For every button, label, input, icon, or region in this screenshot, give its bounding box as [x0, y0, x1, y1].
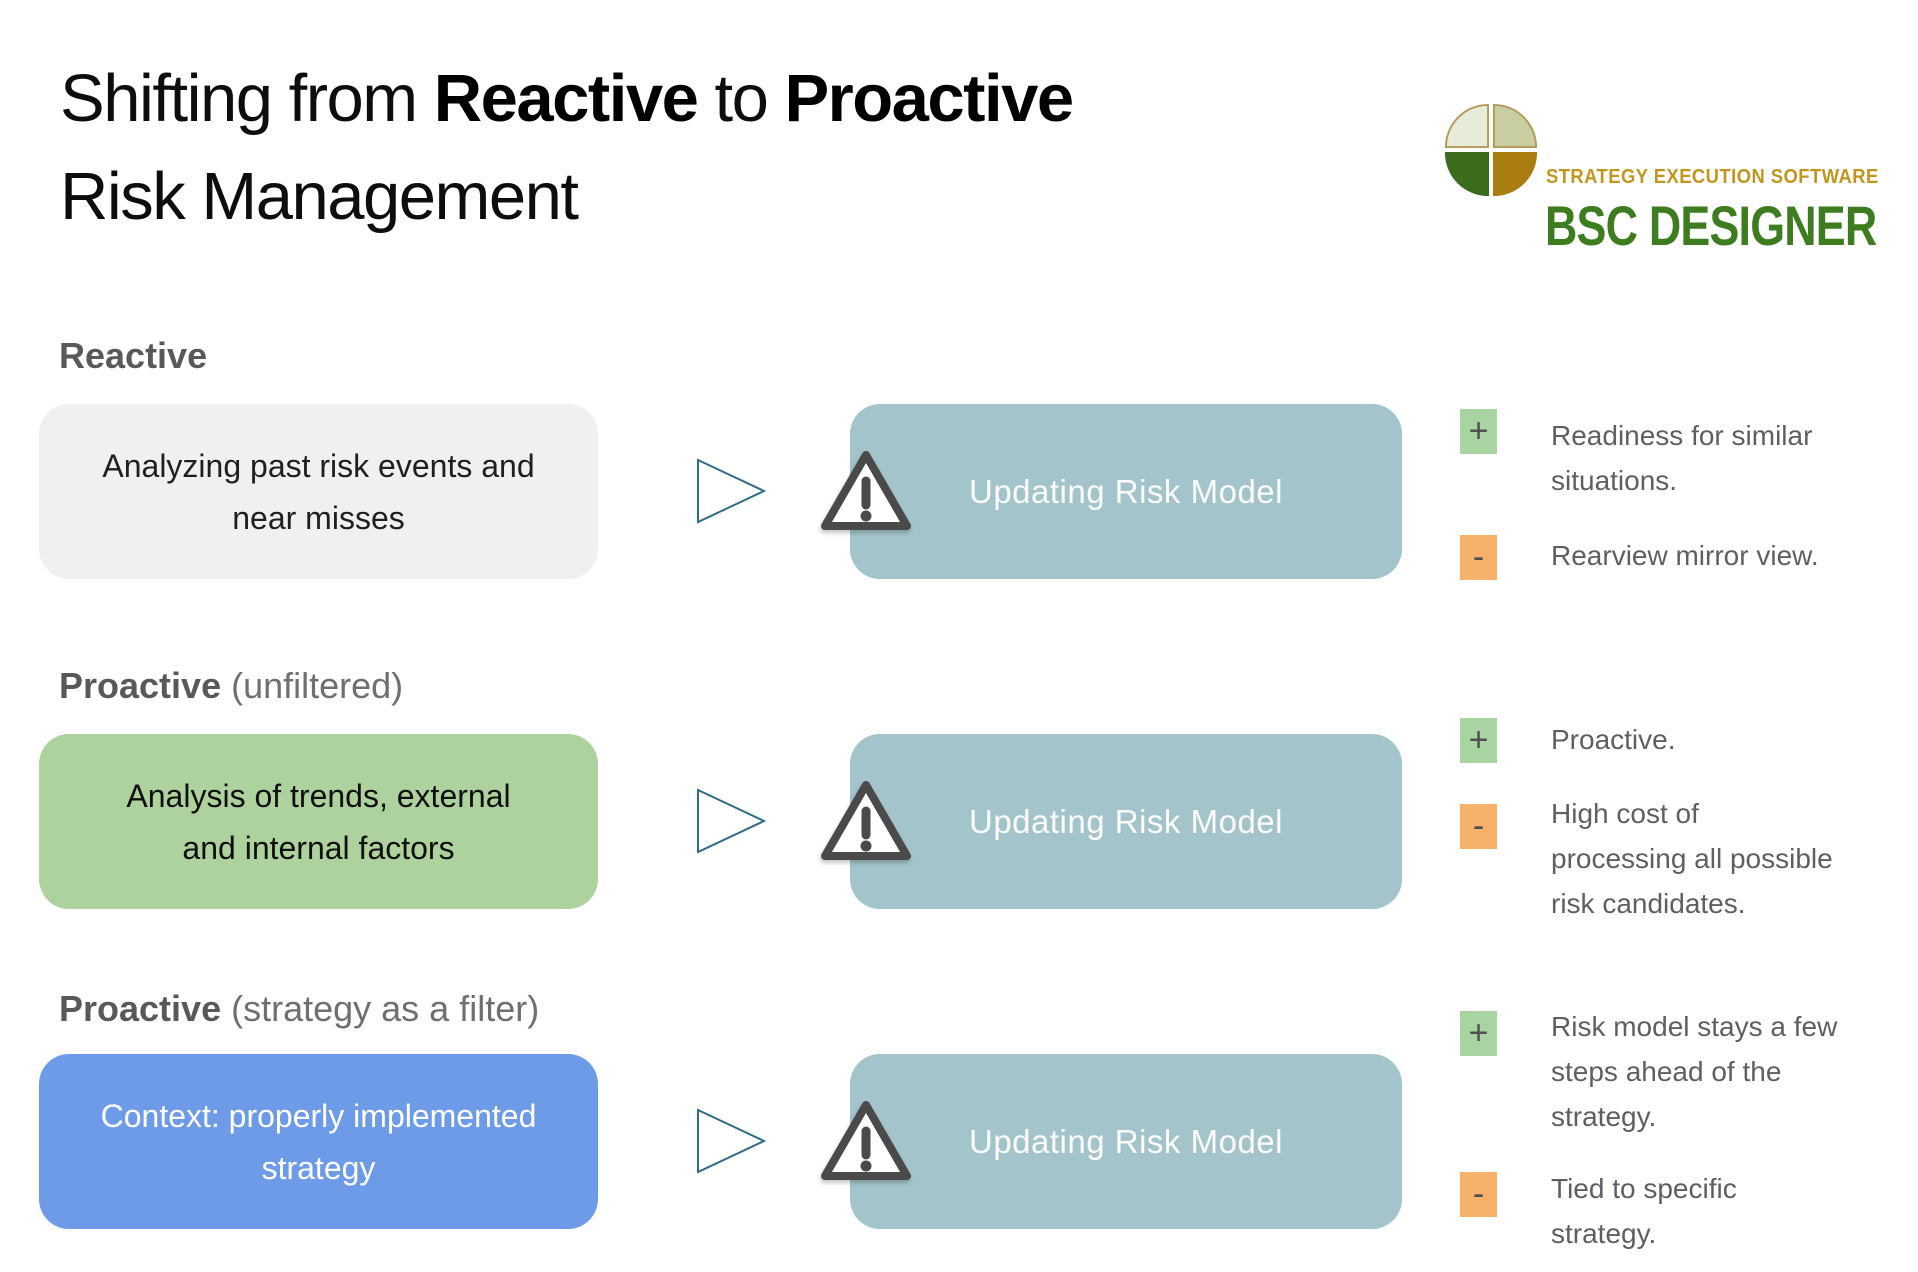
plus-icon: + [1460, 1011, 1497, 1056]
pros-text: Readiness for similar situations. [1551, 420, 1813, 496]
title-line2: Risk Management [60, 159, 579, 234]
plus-icon: + [1460, 718, 1497, 763]
process-box: Updating Risk Model [821, 404, 1402, 579]
row-heading: Proactive (strategy as a filter) [59, 987, 539, 1031]
warning-icon [821, 451, 911, 530]
row-heading-bold: Proactive [59, 988, 222, 1029]
brand-logo: BSC DESIGNER STRATEGY EXECUTION SOFTWARE [1443, 102, 1918, 254]
title-bold-reactive: Reactive [433, 61, 699, 136]
source-box: Context: properly implemented strategy [39, 1054, 598, 1229]
logo-name: BSC DESIGNER [1545, 194, 1877, 257]
minus-glyph: - [1472, 1175, 1485, 1213]
cons-text: Rearview mirror view. [1551, 540, 1819, 571]
title-text: Shifting from [60, 61, 434, 136]
flow-arrow-icon [697, 458, 767, 524]
minus-icon: - [1460, 1172, 1497, 1217]
pros-text: Proactive. [1551, 724, 1676, 755]
logo-tagline: STRATEGY EXECUTION SOFTWARE [1546, 166, 1879, 188]
process-box-label: Updating Risk Model [969, 472, 1283, 510]
row-heading-rest: (unfiltered) [221, 665, 404, 706]
pros-text: Risk model stays a few steps ahead of th… [1551, 1011, 1838, 1132]
plus-glyph: + [1468, 1014, 1489, 1052]
plus-glyph: + [1468, 412, 1489, 450]
cons-text: High cost of processing all possible ris… [1551, 798, 1833, 919]
minus-icon: - [1460, 804, 1497, 849]
source-box: Analysis of trends, external and interna… [39, 734, 598, 909]
row-heading-rest: (strategy as a filter) [221, 988, 540, 1029]
process-box-label: Updating Risk Model [969, 802, 1283, 840]
source-box-label: Analyzing past risk events and near miss… [102, 447, 535, 536]
title-text: to [697, 61, 785, 136]
process-box-label: Updating Risk Model [969, 1122, 1283, 1160]
minus-icon: - [1460, 535, 1497, 580]
warning-icon [821, 1101, 911, 1180]
row-heading-bold: Reactive [59, 335, 208, 376]
cons-text: Tied to specific strategy. [1551, 1173, 1737, 1249]
flow-arrow-icon [697, 788, 767, 854]
logo-quadrant-circle-icon [1444, 103, 1538, 197]
minus-glyph: - [1472, 807, 1485, 845]
process-box: Updating Risk Model [821, 1054, 1402, 1229]
row-heading: Proactive (unfiltered) [59, 664, 403, 708]
plus-glyph: + [1468, 721, 1489, 759]
row-heading: Reactive [59, 334, 207, 378]
minus-glyph: - [1472, 538, 1485, 576]
flow-arrow-icon [697, 1108, 767, 1174]
source-box-label: Analysis of trends, external and interna… [126, 777, 511, 866]
source-box: Analyzing past risk events and near miss… [39, 404, 598, 579]
warning-icon [821, 781, 911, 860]
process-box: Updating Risk Model [821, 734, 1402, 909]
title-bold-proactive: Proactive [784, 61, 1074, 136]
source-box-label: Context: properly implemented strategy [100, 1097, 537, 1186]
plus-icon: + [1460, 409, 1497, 454]
row-heading-bold: Proactive [59, 665, 222, 706]
